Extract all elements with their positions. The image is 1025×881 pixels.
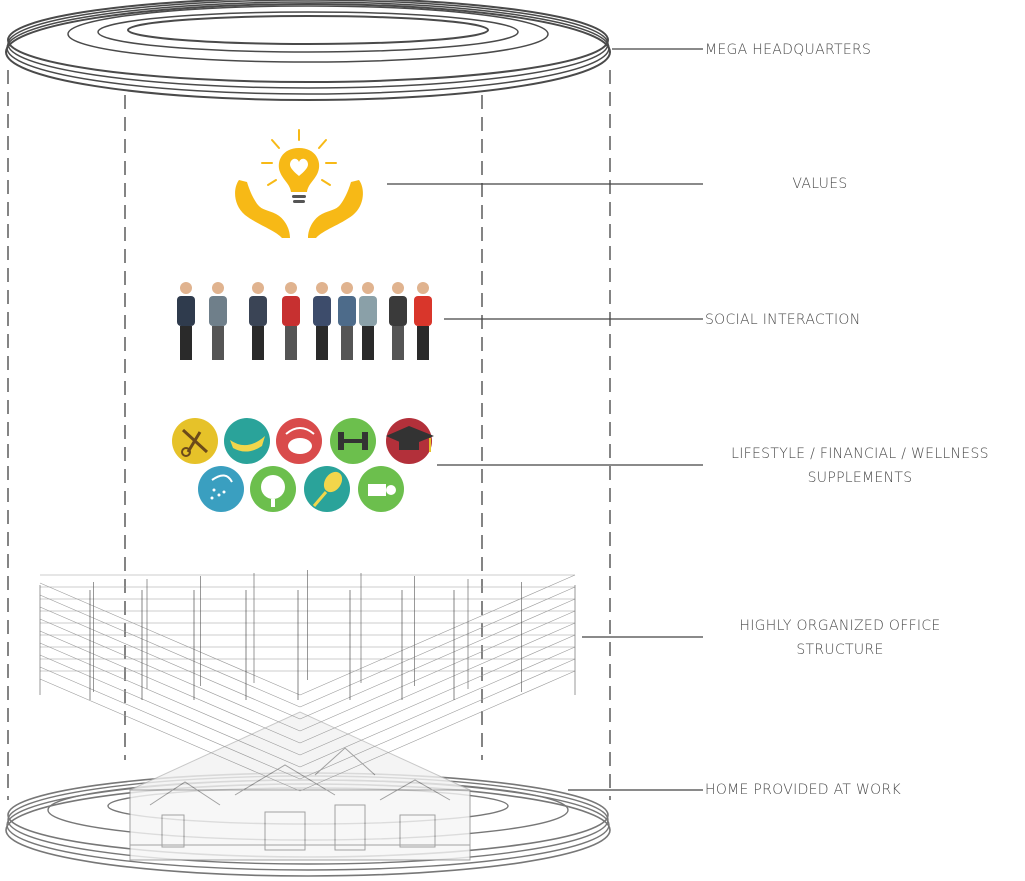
golf-ball-icon [250, 466, 296, 512]
boat-icon [224, 418, 270, 464]
label-social-interaction-text: SOCIAL INTERACTION [705, 312, 861, 328]
mega-headquarters-ring [5, 0, 611, 101]
house-sketch-icon [129, 711, 471, 861]
label-lifestyle-line1: LIFESTYLE / FINANCIAL / WELLNESS [731, 446, 989, 462]
label-office-line2: STRUCTURE [796, 642, 884, 658]
dumbbell-icon [330, 418, 376, 464]
label-lifestyle: LIFESTYLE / FINANCIAL / WELLNESS SUPPLEM… [700, 442, 1020, 490]
office-structure-icon [39, 570, 576, 792]
label-home-text: HOME PROVIDED AT WORK [705, 782, 901, 798]
label-mega-headquarters: MEGA HEADQUARTERS [705, 38, 935, 62]
cylinder-guides [7, 70, 611, 800]
graduation-cap-icon [386, 418, 434, 464]
leader-lines [387, 48, 703, 791]
label-values-text: VALUES [792, 176, 848, 192]
label-lifestyle-line2: SUPPLEMENTS [807, 470, 913, 486]
label-mega-headquarters-text: MEGA HEADQUARTERS [705, 42, 872, 58]
lightbulb-heart-in-hands-icon [235, 129, 363, 238]
shower-icon [198, 466, 244, 512]
label-office-line1: HIGHLY ORGANIZED OFFICE [739, 618, 941, 634]
lifestyle-icons [172, 418, 434, 512]
tools-icon [172, 418, 218, 464]
label-office-structure: HIGHLY ORGANIZED OFFICE STRUCTURE [705, 614, 975, 662]
business-people-group-icon [177, 282, 432, 360]
piggy-bank-icon [276, 418, 322, 464]
label-values: VALUES [705, 172, 935, 196]
label-home: HOME PROVIDED AT WORK [705, 778, 965, 802]
vacuum-icon [358, 466, 404, 512]
label-social-interaction: SOCIAL INTERACTION [705, 308, 935, 332]
tennis-racket-icon [304, 466, 350, 512]
